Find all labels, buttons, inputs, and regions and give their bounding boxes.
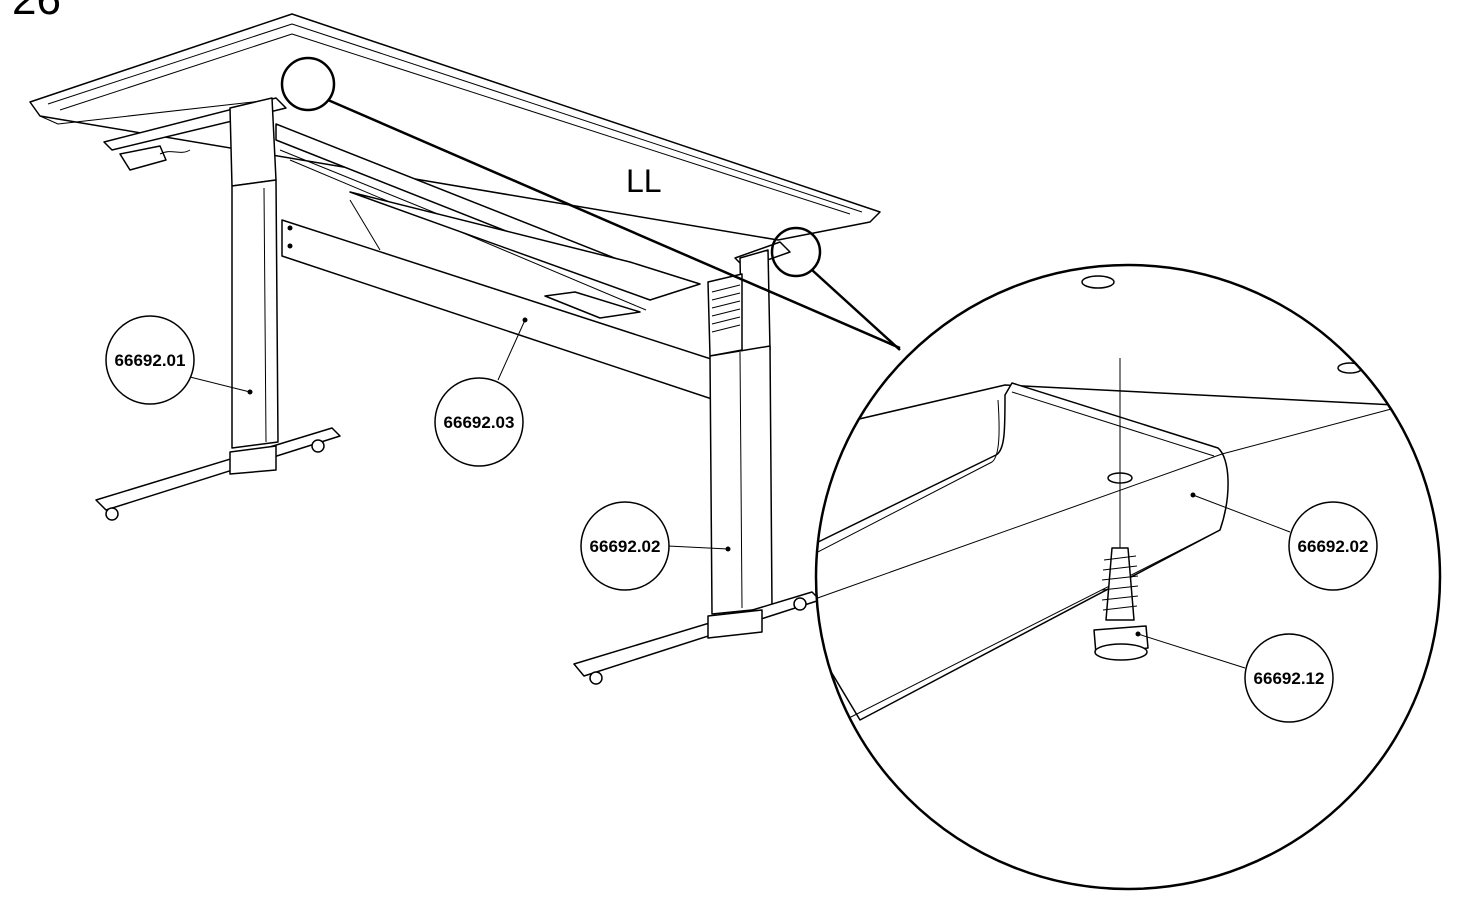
detail-indicators bbox=[280, 56, 901, 351]
right-leg bbox=[573, 249, 821, 685]
detail-magnifier-circle bbox=[814, 263, 1442, 891]
callout-label-detail-screw: 66692.12 bbox=[1254, 669, 1325, 688]
side-label: LL bbox=[626, 163, 662, 199]
step-number: 26 bbox=[12, 0, 61, 24]
left-leg bbox=[95, 97, 341, 521]
callout-label-frame: 66692.01 bbox=[115, 351, 186, 370]
callout-leg: 66692.02 bbox=[580, 501, 731, 591]
callout-label-leg: 66692.02 bbox=[590, 537, 661, 556]
desk-top bbox=[29, 13, 881, 241]
callout-crossbar: 66692.03 bbox=[434, 317, 528, 467]
control-box bbox=[119, 145, 191, 171]
detail-view bbox=[814, 263, 1442, 891]
callout-label-crossbar: 66692.03 bbox=[444, 413, 515, 432]
callout-label-detail-bracket: 66692.02 bbox=[1298, 537, 1369, 556]
detail-indicator-left bbox=[280, 56, 336, 112]
upper-beams bbox=[275, 123, 701, 319]
detail-indicator-right bbox=[770, 226, 822, 278]
callout-detail-screw: 66692.12 bbox=[1135, 631, 1334, 723]
callout-detail-bracket: 66692.02 bbox=[1190, 492, 1378, 591]
callout-frame: 66692.01 bbox=[105, 315, 253, 405]
